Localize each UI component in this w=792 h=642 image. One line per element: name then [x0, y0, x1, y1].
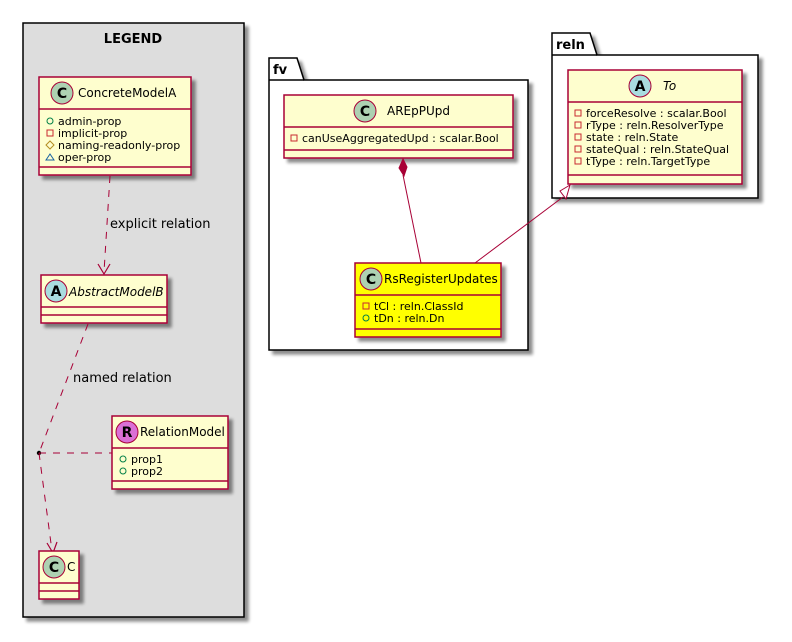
protected-visibility-icon [45, 140, 55, 150]
attribute: naming-readonly-prop [58, 139, 180, 152]
private-visibility-icon [574, 109, 582, 117]
public-visibility-icon [119, 467, 127, 475]
attribute: prop2 [131, 465, 163, 478]
svg-text:C: C [360, 104, 370, 120]
class-areppupd[interactable]: C AREpPUpd canUseAggregatedUpd : scalar.… [283, 94, 514, 159]
attribute: canUseAggregatedUpd : scalar.Bool [302, 132, 499, 145]
class-name: RsRegisterUpdates [384, 272, 498, 286]
relation-circle-icon: R [115, 420, 139, 444]
public-visibility-icon [362, 314, 370, 322]
private-visibility-icon [574, 157, 582, 165]
attribute: stateQual : reln.StateQual [586, 143, 729, 156]
attribute: implicit-prop [58, 127, 127, 140]
attribute: tDn : reln.Dn [374, 312, 444, 325]
private-visibility-icon [46, 129, 54, 137]
attribute: tType : reln.TargetType [586, 155, 710, 168]
attribute: rType : reln.ResolverType [586, 119, 724, 132]
attribute: oper-prop [58, 151, 111, 164]
edge-explicit-relation: explicit relation [97, 175, 210, 276]
class-c[interactable]: C C [38, 550, 80, 600]
private-visibility-icon [574, 145, 582, 153]
abstract-circle-icon: A [44, 279, 68, 303]
class-name: RelationModel [140, 425, 225, 439]
package-visibility-icon [45, 153, 55, 161]
private-visibility-icon [574, 133, 582, 141]
edge-label: named relation [73, 371, 172, 386]
class-name: AREpPUpd [387, 104, 450, 118]
edge-label: explicit relation [110, 217, 210, 232]
public-visibility-icon [46, 117, 54, 125]
class-relation-model[interactable]: R RelationModel prop1 prop2 [111, 415, 229, 490]
package-title: fv [273, 63, 288, 78]
inheritance-arrow-icon [559, 183, 571, 201]
abstract-circle-icon: A [628, 74, 652, 98]
attribute: forceResolve : scalar.Bool [586, 107, 727, 120]
class-name: C [67, 560, 75, 574]
private-visibility-icon [290, 134, 298, 142]
private-visibility-icon [574, 121, 582, 129]
private-visibility-icon [362, 302, 370, 310]
public-visibility-icon [119, 455, 127, 463]
class-circle-icon: C [42, 555, 66, 579]
class-to[interactable]: A To forceResolve : scalar.Bool rType : … [567, 69, 743, 185]
legend-title: LEGEND [104, 32, 163, 47]
attribute: tCl : reln.ClassId [374, 300, 464, 313]
class-name: ConcreteModelA [78, 86, 177, 100]
attribute: prop1 [131, 453, 163, 466]
class-concrete-model-a[interactable]: C ConcreteModelA admin-prop implicit-pro… [38, 76, 192, 176]
svg-text:C: C [57, 86, 67, 102]
svg-text:C: C [49, 560, 59, 576]
attribute: state : reln.State [586, 131, 678, 144]
class-name: AbstractModelB [68, 285, 164, 299]
package-title: reln [556, 38, 585, 53]
class-circle-icon: C [353, 99, 377, 123]
edge-generalization [474, 183, 571, 264]
svg-text:A: A [51, 284, 62, 300]
class-circle-icon: C [50, 81, 74, 105]
edge-named-relation: named relation [36, 323, 172, 555]
svg-text:R: R [122, 425, 133, 441]
edge-composition [398, 157, 422, 264]
svg-text:C: C [366, 272, 376, 288]
composition-diamond-icon [398, 157, 408, 178]
class-name: To [663, 79, 676, 93]
class-abstract-model-b[interactable]: A AbstractModelB [40, 274, 168, 324]
svg-text:A: A [635, 79, 646, 95]
class-rsregisterupdates[interactable]: C RsRegisterUpdates tCl : reln.ClassId t… [354, 262, 502, 338]
class-circle-icon: C [359, 267, 383, 291]
attribute: admin-prop [58, 115, 121, 128]
